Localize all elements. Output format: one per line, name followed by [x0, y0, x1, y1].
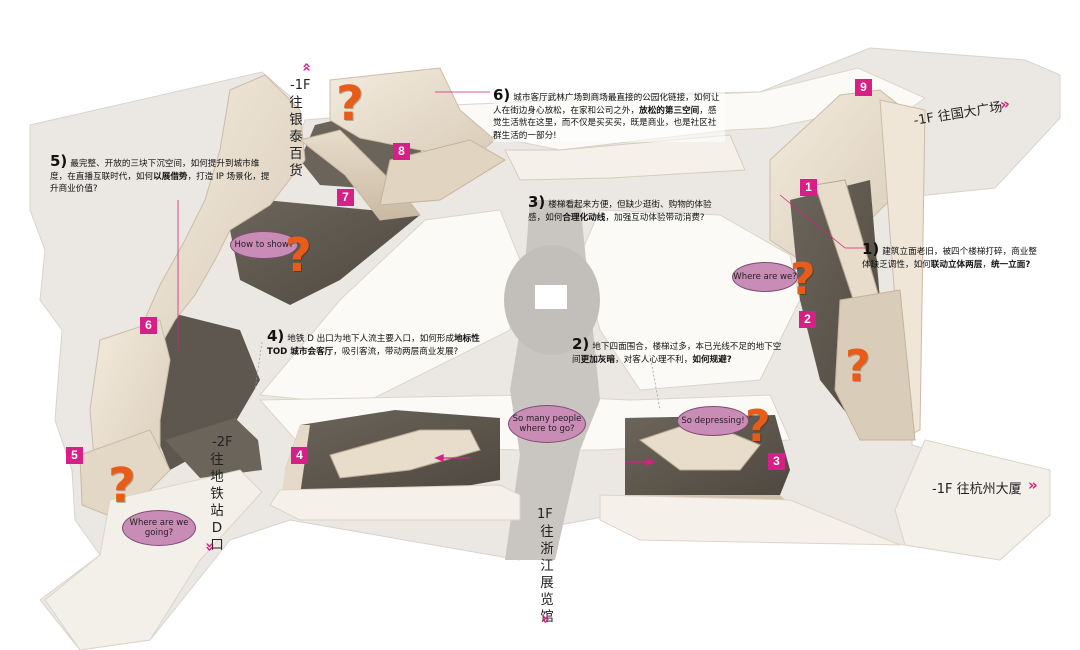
annotation-2-text: 地下四面围合，楼梯过多，本已光线不足的地下空间 — [572, 342, 782, 365]
metro-level: -2F — [212, 435, 233, 450]
yintai-direction: 往银泰百货 — [289, 95, 303, 179]
question-mark-north: ? — [336, 76, 364, 132]
bubble-where-are-we-going: Where are we going? — [122, 510, 196, 546]
badge-7: 7 — [337, 189, 354, 206]
badge-9: 9 — [855, 79, 872, 96]
yintai-level: -1F — [290, 78, 311, 93]
walkway-center-square — [535, 285, 567, 309]
bubble-so-many-people: So many people where to go? — [508, 405, 586, 443]
annotation-6-number: 6) — [493, 86, 511, 104]
annotation-1-text: 建筑立面老旧，被四个楼梯打碎，商业整体缺乏调性，如何 — [862, 247, 1037, 270]
east-arm — [894, 439, 1051, 561]
question-mark-east-lower: ? — [845, 341, 871, 392]
central-plaza-left — [259, 209, 521, 406]
badge-4: 4 — [291, 447, 308, 464]
arrow-guoda-icon: » — [998, 94, 1012, 114]
arrow-zhejiang-icon: » — [536, 614, 555, 624]
annotation-1-bold: 联动立体两层 — [930, 259, 983, 270]
left-wing-wall — [139, 74, 306, 351]
badge-5: 5 — [66, 447, 83, 464]
annotation-3-bold: 合理化动线 — [562, 212, 606, 223]
annotation-5-text-2: ，打造 IP 场景化，提升商业价值? — [50, 171, 270, 195]
badge-3: 3 — [768, 453, 785, 470]
annotation-3-number: 3) — [528, 193, 546, 211]
annotation-4-text-2: ，吸引客流，带动两层商业发展? — [333, 346, 459, 357]
sunken-pit-4-stair — [329, 429, 481, 479]
arrow-metro-icon: » — [200, 542, 219, 552]
annotation-3-text-2: ，加强互动体验带动消费? — [605, 212, 705, 223]
badge-2: 2 — [799, 311, 816, 328]
flow-arrows — [434, 454, 656, 466]
question-mark-south-east: ? — [745, 401, 771, 452]
annotation-4-number: 4) — [267, 327, 285, 345]
annotation-5-text: 最完整、开放的三块下沉空间，如何提升到城市维度，在直播互联时代，如何 — [50, 159, 260, 182]
sunken-area-left — [230, 200, 420, 305]
arrow-hangzhou-icon: » — [1028, 476, 1038, 494]
annotation-5: 5)最完整、开放的三块下沉空间，如何提升到城市维度，在直播互联时代，如何以展借势… — [50, 152, 272, 196]
bubble-how-to-show: How to show? — [230, 231, 298, 259]
annotation-3-text: 楼梯看起来方便，但缺少逛街、购物的体验感，如何 — [528, 200, 712, 223]
annotation-6: 6)城市客厅武林广场到商场最直接的公园化链接，如何让人在街边身心放松，在家和公司… — [493, 86, 725, 142]
leader-lines — [177, 91, 868, 350]
annotation-4-bold: 地标性 TOD 城市会客厅 — [267, 334, 480, 357]
annotation-1-text-2: ， — [982, 259, 991, 270]
annotation-1: 1)建筑立面老旧，被四个楼梯打碎，商业整体缺乏调性，如何联动立体两层，统一立面? — [862, 240, 1042, 271]
sunken-area-southwest — [165, 418, 262, 478]
annotation-1-number: 1) — [862, 240, 880, 258]
right-wall-front — [834, 289, 916, 441]
annotation-6-text: 城市客厅武林广场到商场最直接的公园化链接，如何让人在街边身心放松，在家和公司之外… — [493, 93, 720, 116]
annotation-5-bold: 以展借势 — [153, 171, 188, 182]
badge-1: 1 — [800, 179, 817, 196]
annotation-2-bold-2: 如何规避? — [692, 354, 732, 365]
badge-6: 6 — [140, 317, 157, 334]
southwest-ramp — [44, 469, 263, 650]
annotation-1-bold-2: 统一立面? — [990, 259, 1031, 270]
sunken-area-west — [150, 310, 260, 470]
annotation-4-text: 地铁 D 出口为地下人流主要入口，如何形成 — [287, 334, 455, 344]
question-mark-west: ? — [285, 228, 312, 282]
badge-8: 8 — [393, 143, 410, 160]
zhejiang-level: 1F — [537, 507, 553, 522]
metro-direction: 往地铁站D口 — [210, 452, 224, 553]
south-promenade — [269, 484, 521, 521]
arrow-yintai-icon: » — [296, 62, 315, 72]
annotation-3: 3)楼梯看起来方便，但缺少逛街、购物的体验感，如何合理化动线，加强互动体验带动消… — [528, 193, 728, 224]
question-mark-east: ? — [790, 254, 816, 305]
annotation-6-text-2: ，感觉生活就在这里，而不仅是买买买，既是商业，也是社区社群生活的一部分! — [493, 105, 717, 141]
annotation-2: 2)地下四面围合，楼梯过多，本已光线不足的地下空间更加灰暗，对客人心理不利，如何… — [572, 335, 782, 366]
annotation-5-number: 5) — [50, 152, 68, 170]
annotation-2-number: 2) — [572, 335, 590, 353]
north-stair-block — [379, 139, 506, 206]
annotation-2-bold: 更加灰暗 — [580, 354, 615, 365]
hangzhou-direction: -1F 往杭州大厦 — [932, 482, 1022, 497]
dashed-leaders — [254, 341, 661, 411]
annotation-6-bold: 放松的第三空间 — [639, 105, 700, 116]
question-mark-south-west: ? — [108, 458, 136, 514]
south-promenade-east — [599, 494, 901, 546]
bubble-where-are-we: Where are we? — [732, 262, 798, 292]
plaza-back — [504, 134, 746, 181]
bubble-so-depressing: So depressing! — [677, 406, 749, 436]
annotation-4: 4)地铁 D 出口为地下人流主要入口，如何形成地标性 TOD 城市会客厅，吸引客… — [267, 327, 482, 358]
zhejiang-direction: 往浙江展览馆 — [540, 524, 554, 625]
annotation-2-text-2: ，对客人心理不利， — [615, 354, 693, 365]
